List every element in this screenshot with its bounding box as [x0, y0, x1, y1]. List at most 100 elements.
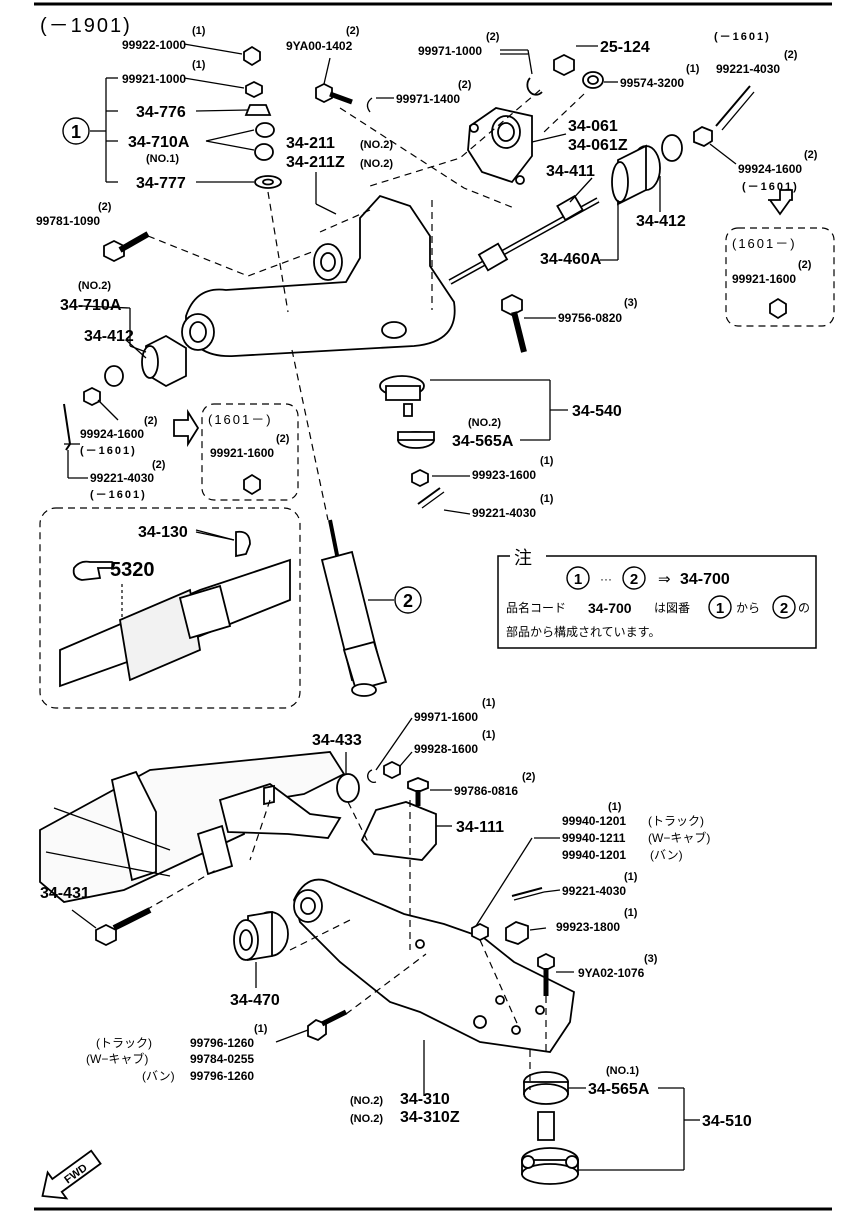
part-label-42-qty: (1) [624, 871, 638, 883]
part-label-19-range: (1601－) [732, 236, 797, 251]
part-label-30-range: (1601－) [208, 412, 273, 427]
part-label-1-qty: (1) [192, 59, 206, 71]
fastener-group-top-left [243, 45, 282, 189]
part-label-27-qty: (1) [540, 493, 554, 505]
part-label-50-pn: 34-310Z [400, 1109, 460, 1126]
part-label-42-pn: 99221-4030 [562, 884, 626, 898]
bolt-99796-1260 [275, 1009, 348, 1043]
part-label-26-qty: (1) [540, 455, 554, 467]
part-label-28-range: (－1601) [80, 445, 137, 457]
note-title: 注 [514, 548, 532, 568]
nut-99928-1600 [383, 760, 401, 780]
part-label-17-range: (－1601) [714, 31, 771, 43]
ball-joint-34-540 [379, 375, 445, 509]
part-label-19-pn: 99921-1600 [732, 272, 796, 286]
part-label-36-pn: 99786-0816 [454, 784, 518, 798]
part-label-46-note: (トラック) [96, 1036, 152, 1050]
part-label-20-qty: (2) [98, 201, 112, 213]
part-label-33-pn: 34-433 [312, 732, 362, 749]
part-label-6-qty: (2) [486, 31, 500, 43]
part-label-17-qty: (2) [784, 49, 798, 61]
part-label-51-sub: (NO.1) [606, 1065, 639, 1077]
part-label-29-pn: 99221-4030 [90, 471, 154, 485]
part-label-49-pn: 34-310 [400, 1091, 450, 1108]
part-label-46-qty: (1) [254, 1023, 268, 1035]
part-label-45-pn: 34-470 [230, 992, 280, 1009]
part-label-19-qty: (2) [798, 259, 812, 271]
part-label-5-pn: 9YA00-1402 [286, 39, 353, 53]
part-label-40-pn: 99940-1201 [562, 848, 626, 862]
guide-lines-lower [145, 799, 547, 1090]
part-label-7-pn: 25-124 [600, 39, 650, 56]
upper-arm-34-211 [181, 194, 456, 357]
part-label-46-pn: 99796-1260 [190, 1036, 254, 1050]
bolt-99756-0820 [501, 293, 556, 353]
group-one-bracket [90, 43, 255, 183]
part-label-11-pn: 34-211Z [286, 154, 345, 171]
hollow-arrow-icon [768, 189, 793, 216]
part-label-38-note: (トラック) [648, 814, 704, 828]
svg-text:は図番: は図番 [654, 601, 690, 615]
part-label-39-note: (W−キャブ) [648, 830, 710, 845]
note-arrow: ⇒ [658, 571, 671, 588]
part-label-10-pn: 34-211 [286, 135, 335, 152]
part-label-44-pn: 9YA02-1076 [578, 966, 645, 980]
svg-text:2: 2 [780, 600, 788, 617]
svg-text:2: 2 [630, 571, 638, 588]
part-label-12-pn: 34-061 [568, 118, 618, 135]
bolt-99781-1090 [103, 231, 150, 263]
part-label-28-qty: (2) [144, 415, 158, 427]
part-label-30-pn: 99921-1600 [210, 446, 274, 460]
bolt-9ya02-1076 [537, 952, 574, 996]
part-label-25-sub: (NO.2) [468, 417, 501, 429]
part-label-26-pn: 99923-1600 [472, 468, 536, 482]
frame-sketch-5320 [59, 529, 291, 688]
part-label-17-pn: 99221-4030 [716, 62, 780, 76]
note-box [497, 555, 817, 649]
guide-lines-upper [147, 89, 585, 521]
svg-text:1: 1 [574, 571, 582, 588]
clip-99971-1000 [526, 77, 543, 96]
svg-text:1: 1 [716, 600, 724, 617]
part-label-36-qty: (2) [522, 771, 536, 783]
note-line3: 部品から構成されています。 [506, 624, 660, 639]
leader-lines [64, 53, 528, 541]
part-label-34-pn: 99971-1600 [414, 710, 478, 724]
part-label-8-pn: 99574-3200 [620, 76, 684, 90]
part-label-29-qty: (2) [152, 459, 166, 471]
nut-99924-1600-top [693, 125, 713, 148]
part-label-47-pn: 99784-0255 [190, 1052, 254, 1066]
part-label-44-qty: (3) [644, 953, 658, 965]
part-label-38-qty: (1) [608, 801, 622, 813]
part-label-41-pn: 34-431 [40, 885, 90, 902]
crossmember-frame [39, 751, 346, 903]
part-label-30-qty: (2) [276, 433, 290, 445]
part-label-9-qty: (2) [458, 79, 472, 91]
bracket-34-061 [467, 107, 567, 185]
callout-one-circle [62, 117, 90, 145]
part-label-5-qty: (2) [346, 25, 360, 37]
part-label-24-pn: 34-540 [572, 403, 622, 420]
svg-text:34-700: 34-700 [588, 600, 632, 616]
bump-stop-34-111 [360, 801, 452, 861]
callout-two: 2 [403, 591, 413, 611]
part-label-0-pn: 99922-1000 [122, 38, 186, 52]
part-label-38-pn: 99940-1201 [562, 814, 626, 828]
part-label-35-pn: 99928-1600 [414, 742, 478, 756]
part-label-43-qty: (1) [624, 907, 638, 919]
shaft-34-460a [448, 177, 600, 285]
part-label-39-pn: 99940-1211 [562, 831, 626, 845]
part-label-35-qty: (1) [482, 729, 496, 741]
fwd-arrow-icon: FWD [41, 1149, 102, 1200]
part-label-48-note: (バン) [142, 1069, 175, 1083]
cotter-pin-left [63, 403, 72, 451]
part-label-11-sub: (NO.2) [360, 158, 393, 170]
nut-25-124 [553, 53, 575, 77]
part-label-23-qty: (3) [624, 297, 638, 309]
part-label-0-qty: (1) [192, 25, 206, 37]
part-label-13-pn: 34-061Z [568, 137, 628, 154]
clip-99971-1400 [366, 97, 373, 113]
bushing-34-412-left [83, 334, 187, 407]
lower-arm-34-310 [293, 878, 575, 1053]
